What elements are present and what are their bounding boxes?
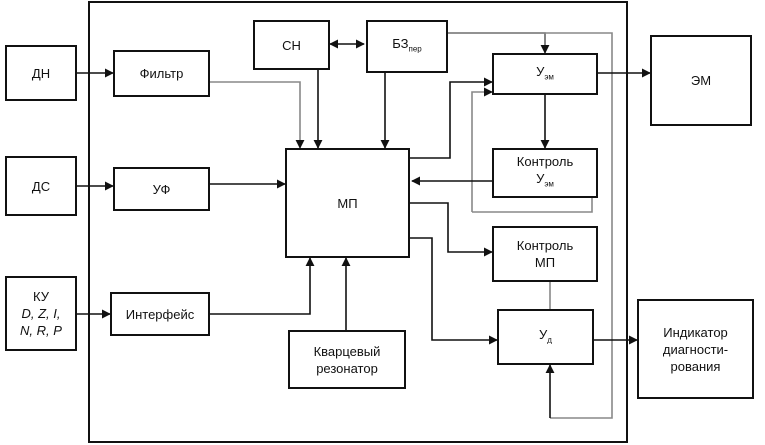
- arrow-mp-ctrl-mp: [410, 202, 493, 257]
- ds-block: ДС: [5, 156, 77, 216]
- bz-block: БЗпер: [366, 20, 448, 73]
- arrow-bz-uem: [448, 32, 550, 54]
- ud-block: Уд: [497, 309, 594, 365]
- ctrl-uem-sub: эм: [544, 179, 554, 189]
- ud-label: Уд: [539, 326, 552, 349]
- ctrl-mp-line1: Контроль: [516, 238, 574, 253]
- em-label: ЭМ: [690, 73, 712, 88]
- ud-sub: д: [547, 335, 552, 345]
- ku-params-line2: N, R, P: [20, 323, 62, 338]
- interface-label: Интерфейс: [125, 306, 195, 322]
- uem-label: Уэм: [536, 63, 554, 86]
- feedback-line-uem: [471, 87, 493, 212]
- uf-label: УФ: [152, 181, 171, 197]
- uf-block: УФ: [113, 167, 210, 211]
- filter-label: Фильтр: [139, 66, 184, 81]
- arrow-interface-mp: [210, 257, 315, 315]
- quartz-label-line2: резонатор: [316, 360, 378, 376]
- arrow-mp-uem: [410, 77, 493, 159]
- dn-label: ДН: [31, 65, 51, 81]
- bz-label: БЗпер: [392, 35, 421, 58]
- sn-block: СН: [253, 20, 330, 70]
- mp-block: МП: [285, 148, 410, 258]
- ds-label: ДС: [31, 178, 51, 194]
- indicator-line1: Индикатор: [663, 324, 728, 340]
- bz-main: БЗ: [392, 36, 409, 52]
- ctrl-uem-line2: Уэм: [536, 170, 554, 193]
- ku-title: КУ: [33, 289, 49, 304]
- ctrl-uem-line1: Контроль: [516, 154, 574, 170]
- dn-block: ДН: [5, 45, 77, 101]
- ctrl-uem-block: Контроль Уэм: [492, 148, 598, 198]
- quartz-block: Кварцевый резонатор: [288, 330, 406, 389]
- sn-label: СН: [282, 37, 301, 53]
- bz-sub: пер: [408, 44, 422, 54]
- filter-block: Фильтр: [113, 50, 210, 97]
- uem-block: Уэм: [492, 53, 598, 95]
- interface-block: Интерфейс: [110, 292, 210, 336]
- bz-line-right: [448, 32, 613, 419]
- indicator-line2: диагности-: [662, 341, 729, 357]
- quartz-label-line1: Кварцевый: [313, 343, 381, 359]
- em-block: ЭМ: [650, 35, 752, 126]
- ctrl-uem-line-right: [472, 198, 593, 213]
- ctrl-mp-line2: МП: [534, 255, 556, 270]
- ku-block: КУ D, Z, I, N, R, P: [5, 276, 77, 351]
- ud-main: У: [539, 326, 548, 342]
- ctrl-mp-block: Контроль МП: [492, 226, 598, 282]
- arrow-mp-ud: [410, 237, 498, 345]
- uem-sub: эм: [544, 72, 554, 82]
- device-frame: [88, 1, 628, 443]
- arrow-filter-mp: [210, 81, 305, 149]
- ctrl-uem-main: У: [536, 171, 545, 187]
- indicator-block: Индикатор диагности- рования: [637, 299, 754, 399]
- uem-main: У: [536, 63, 545, 79]
- ku-params-line1: D, Z, I,: [21, 306, 61, 321]
- mp-label: МП: [337, 195, 358, 211]
- indicator-line3: рования: [670, 358, 721, 374]
